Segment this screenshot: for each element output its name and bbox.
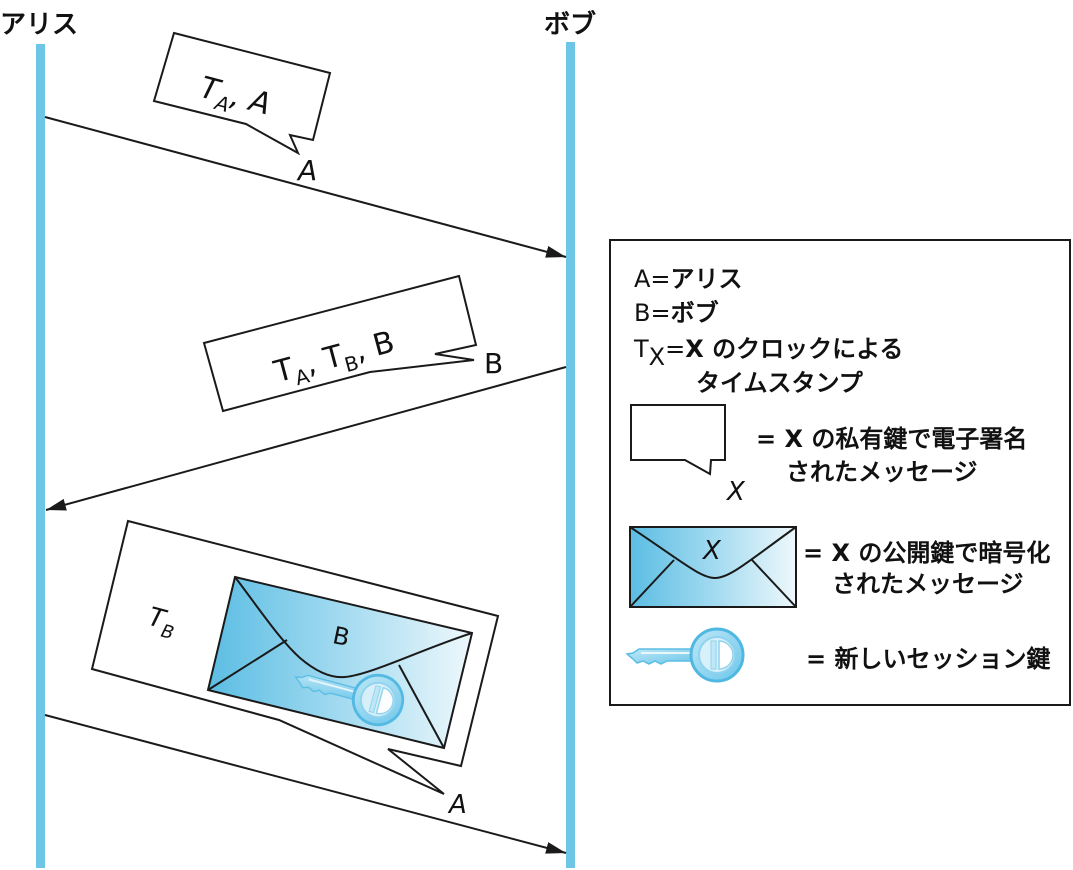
alice-lifeline bbox=[36, 44, 45, 868]
message-2-signer: B bbox=[484, 347, 503, 380]
message-1-signer: A bbox=[296, 154, 317, 187]
actor-bob-label: ボブ bbox=[544, 9, 596, 40]
legend-bob: B=ボブ bbox=[634, 299, 719, 327]
bob-lifeline bbox=[566, 42, 575, 868]
message-3-arrow bbox=[44, 714, 567, 854]
legend-signed-bubble-icon bbox=[630, 404, 726, 476]
envelope-recipient-label: B bbox=[330, 621, 352, 652]
signed-bubble-1 bbox=[152, 31, 332, 156]
message-3-signer: A bbox=[447, 790, 467, 820]
legend-timestamp-line2: タイムスタンプ bbox=[696, 369, 864, 397]
legend-encrypted-line2: されたメッセージ bbox=[832, 570, 1024, 598]
legend-envelope-label: X bbox=[701, 536, 722, 566]
legend-signed-line2: されたメッセージ bbox=[786, 458, 978, 486]
signed-bubble-2 bbox=[202, 274, 478, 413]
legend-encrypted-line1: = X の公開鍵で暗号化 bbox=[803, 539, 1050, 567]
message-3: TB B A bbox=[44, 519, 567, 854]
message-2: TA, TB, B B bbox=[45, 274, 567, 511]
legend-alice: A=アリス bbox=[634, 265, 743, 293]
legend-envelope-icon bbox=[629, 526, 797, 608]
message-2-arrow bbox=[45, 366, 567, 511]
legend-timestamp: TX=X のクロックによる bbox=[633, 335, 903, 371]
legend-signed-line1: = X の私有鍵で電子署名 bbox=[756, 425, 1027, 453]
legend-key-line: = 新しいセッション鍵 bbox=[806, 645, 1050, 673]
legend-box bbox=[609, 239, 1071, 706]
legend-signed-label: X bbox=[725, 477, 746, 507]
message-1-arrow bbox=[44, 116, 567, 258]
encrypted-envelope: B bbox=[206, 575, 474, 750]
actor-alice-label: アリス bbox=[0, 10, 78, 40]
legend: A=アリス B=ボブ TX=X のクロックによる タイムスタンプ X = X の… bbox=[609, 239, 1071, 706]
message-1: TA, A A bbox=[44, 31, 567, 258]
